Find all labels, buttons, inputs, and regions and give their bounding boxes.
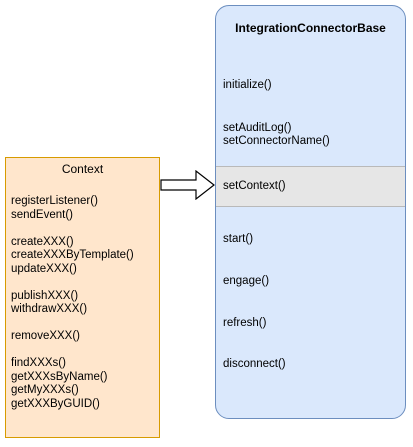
- base-method-engage: engage(): [223, 275, 270, 287]
- context-title: Context: [61, 162, 104, 176]
- context-method-create-by-template: createXXXByTemplate(): [11, 249, 134, 261]
- context-method-gap: [11, 344, 134, 358]
- context-method-get-by-guid: getXXXByGUID(): [11, 397, 100, 410]
- context-method-update: updateXXX(): [11, 262, 77, 275]
- base-title: IntegrationConnectorBase: [235, 21, 386, 35]
- base-method-set-connector-name: setConnectorName(): [223, 135, 330, 147]
- set-context-highlight: [216, 166, 405, 207]
- context-method-send-event: sendEvent(): [11, 208, 74, 221]
- passes-context-arrow-icon: [160, 170, 215, 200]
- context-method-list: registerListener() sendEvent() createXXX…: [11, 195, 134, 411]
- context-method-get-my: getMyXXXs(): [11, 384, 79, 396]
- context-method-gap: [11, 317, 134, 331]
- context-method-create: createXXX(): [11, 235, 74, 248]
- base-method-set-context: setContext(): [223, 180, 286, 192]
- context-method-get-by-name: getXXXsByName(): [11, 370, 108, 383]
- context-method-gap: [11, 222, 134, 236]
- base-method-initialize: initialize(): [223, 79, 272, 91]
- context-method-withdraw: withdrawXXX(): [11, 303, 88, 315]
- base-method-set-audit-log: setAuditLog(): [223, 122, 292, 134]
- context-method-remove: removeXXX(): [11, 330, 81, 342]
- base-method-refresh: refresh(): [223, 317, 267, 329]
- context-class-box: Context registerListener() sendEvent() c…: [5, 157, 160, 438]
- base-method-start: start(): [223, 233, 254, 245]
- context-method-register-listener: registerListener(): [11, 195, 98, 207]
- base-method-disconnect: disconnect(): [223, 358, 286, 370]
- context-method-find: findXXXs(): [11, 357, 66, 369]
- context-method-publish: publishXXX(): [11, 289, 79, 302]
- context-method-gap: [11, 276, 134, 290]
- integration-connector-base-box: IntegrationConnectorBase initialize() se…: [215, 5, 406, 419]
